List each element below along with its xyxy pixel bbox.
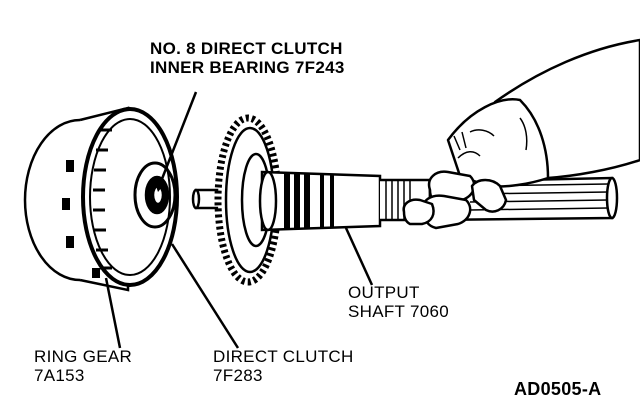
leader-bearing	[158, 91, 198, 185]
bearing-label-line-1: NO. 8 DIRECT CLUTCH	[150, 39, 343, 58]
output-shaft-label: OUTPUT SHAFT 7060	[348, 283, 449, 321]
bearing-label-line-2: INNER BEARING 7F243	[150, 58, 345, 77]
arrow-bearing	[154, 180, 166, 192]
figure-code: AD0505-A	[514, 379, 602, 399]
leader-output-shaft	[344, 227, 374, 286]
hand-drawing	[402, 38, 640, 230]
direct-clutch-label: DIRECT CLUTCH 7F283	[213, 347, 354, 385]
output-shaft-drawing	[258, 170, 619, 232]
ring-gear-label-line-1: RING GEAR	[34, 347, 133, 366]
leader-direct-clutch	[170, 243, 240, 349]
output-shaft-label-line-2: SHAFT 7060	[348, 302, 449, 321]
leader-lines	[104, 91, 374, 349]
bearing-label: NO. 8 DIRECT CLUTCH INNER BEARING 7F243	[150, 39, 345, 77]
ring-gear-label: RING GEAR 7A153	[34, 347, 132, 385]
ring-gear-label-line-2: 7A153	[34, 366, 85, 385]
leader-ring-gear	[104, 277, 122, 349]
output-shaft-label-line-1: OUTPUT	[348, 283, 420, 302]
direct-clutch-label-line-1: DIRECT CLUTCH	[213, 347, 354, 366]
ring-gear-drawing	[23, 106, 179, 292]
direct-clutch-label-line-2: 7F283	[213, 366, 263, 385]
